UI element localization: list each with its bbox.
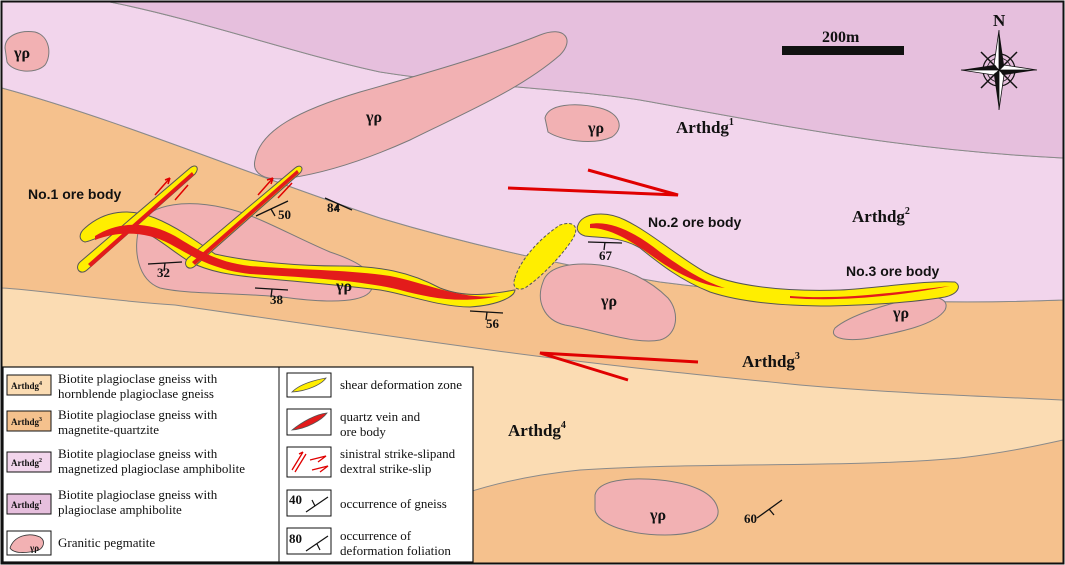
scale-bar-label: 200m [822, 29, 860, 46]
legend-item-strike-slip: sinistral strike-slipand dextral strike-… [286, 446, 456, 478]
legend: Arthdg4 Biotite plagioclase gneiss with … [2, 366, 474, 563]
ore-body-diagonal-2 [192, 170, 299, 265]
legend-text: Biotite plagioclase gneiss with [58, 487, 218, 502]
svg-text:γρ: γρ [29, 543, 39, 553]
legend-item-pegmatite: γρ Granitic pegmatite [6, 530, 155, 556]
attitude-symbols [147, 197, 783, 519]
legend-text: Biotite plagioclase gneiss with [58, 446, 218, 461]
dip-label: 56 [486, 316, 500, 331]
pegmatite-label: γρ [587, 120, 604, 137]
legend-text: Granitic pegmatite [58, 535, 155, 550]
legend-text: quartz vein and [340, 409, 421, 424]
pegmatite-label: γρ [365, 109, 382, 126]
pegmatite-label: γρ [649, 507, 666, 524]
ore-body-label-1: No.1 ore body [28, 186, 122, 202]
legend-item-ore-body: quartz vein and ore body [286, 408, 421, 439]
pegmatite-body-south [594, 478, 719, 536]
svg-text:Arthdg2: Arthdg2 [11, 458, 42, 468]
pegmatite-bodies [4, 31, 947, 536]
legend-text: Biotite plagioclase gneiss with [58, 371, 218, 386]
pegmatite-body-east [832, 296, 947, 341]
ore-body-label-3: No.3 ore body [846, 263, 940, 279]
dip-label: 50 [278, 207, 291, 222]
legend-item-arthdg4: Arthdg4 Biotite plagioclase gneiss with … [6, 371, 218, 401]
legend-item-arthdg1: Arthdg1 Biotite plagioclase gneiss with … [6, 487, 218, 517]
dip-labels: 50 84 32 38 56 67 60 [157, 200, 757, 526]
legend-text: deformation foliation [340, 543, 451, 558]
legend-text: magnetite-quartzite [58, 422, 159, 437]
ore-bodies [88, 170, 950, 300]
dip-label: 60 [744, 511, 757, 526]
unit-arthdg1-area [90, 1, 1064, 159]
pegmatite-label: γρ [335, 278, 352, 295]
pegmatite-label: γρ [892, 305, 909, 322]
shear-zone-diagonal-1 [77, 165, 198, 273]
ore-body-3 [790, 286, 950, 300]
legend-item-foliation-occurrence: 80 occurrence of deformation foliation [286, 527, 451, 558]
unit-labels: Arthdg1 Arthdg2 Arthdg3 Arthdg4 [508, 117, 910, 440]
legend-text: ore body [340, 424, 386, 439]
ore-body-labels: No.1 ore body No.2 ore body No.3 ore bod… [28, 186, 940, 279]
ore-body-diagonal-1 [88, 172, 194, 267]
legend-item-shear-zone: shear deformation zone [286, 372, 462, 398]
legend-item-gneiss-occurrence: 40 occurrence of gneiss [286, 489, 447, 517]
svg-text:40: 40 [289, 492, 302, 507]
ore-body-1 [95, 224, 500, 300]
legend-item-arthdg2: Arthdg2 Biotite plagioclase gneiss with … [6, 446, 245, 476]
legend-text: shear deformation zone [340, 377, 462, 392]
pegmatite-label: γρ [600, 293, 617, 310]
pegmatite-body-north [544, 104, 620, 142]
svg-text:Arthdg4: Arthdg4 [11, 381, 42, 391]
ore-body-2 [590, 223, 725, 288]
shear-sense-arrows [507, 168, 699, 382]
strike-slip-markers [154, 177, 293, 201]
svg-text:Arthdg3: Arthdg3 [11, 417, 42, 427]
ore-body-label-2: No.2 ore body [648, 214, 742, 230]
scale-bar: 200m [782, 29, 904, 55]
sinistral-arrow [539, 351, 699, 382]
legend-text: occurrence of [340, 528, 412, 543]
legend-text: occurrence of gneiss [340, 496, 447, 511]
pegmatite-body-elongate [253, 31, 568, 180]
legend-text: dextral strike-slip [340, 461, 431, 476]
north-arrow: N [960, 11, 1038, 111]
unit-label-arthdg4: Arthdg4 [508, 420, 566, 440]
pegmatite-label: γρ [13, 45, 30, 62]
svg-text:80: 80 [289, 531, 302, 546]
dextral-arrow [507, 168, 679, 197]
dip-label: 32 [157, 265, 170, 280]
legend-text: sinistral strike-slipand [340, 446, 456, 461]
north-label: N [993, 11, 1006, 30]
dip-label: 67 [599, 248, 613, 263]
legend-text: Biotite plagioclase gneiss with [58, 407, 218, 422]
legend-text: magnetized plagioclase amphibolite [58, 461, 245, 476]
pegmatite-body-nw [4, 31, 50, 72]
pegmatite-labels: γρ γρ γρ γρ γρ γρ γρ [13, 45, 909, 524]
svg-text:Arthdg1: Arthdg1 [11, 500, 42, 510]
pegmatite-body-central [539, 263, 676, 342]
dip-label: 38 [270, 292, 284, 307]
dip-label: 84 [327, 200, 341, 215]
legend-text: hornblende plagioclase gneiss [58, 386, 214, 401]
shear-zone-east [576, 213, 959, 307]
shear-zone-lens [513, 223, 577, 290]
unit-label-arthdg1: Arthdg1 [676, 117, 734, 137]
unit-label-arthdg2: Arthdg2 [852, 206, 910, 226]
unit-label-arthdg3: Arthdg3 [742, 351, 800, 371]
legend-item-arthdg3: Arthdg3 Biotite plagioclase gneiss with … [6, 407, 218, 437]
legend-text: plagioclase amphibolite [58, 502, 182, 517]
